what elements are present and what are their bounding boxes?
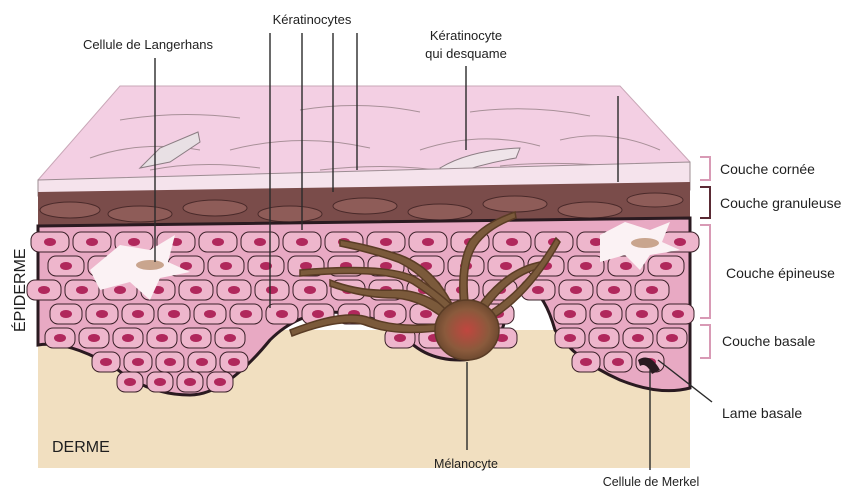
- label-desquame-line1: Kératinocyte: [430, 28, 502, 43]
- nucleus: [564, 334, 576, 342]
- nucleus: [156, 334, 168, 342]
- melanocyte-body: [435, 300, 499, 360]
- nucleus: [276, 310, 288, 318]
- nucleus: [672, 310, 684, 318]
- nucleus: [532, 286, 544, 294]
- nucleus: [100, 358, 112, 366]
- nucleus: [122, 334, 134, 342]
- label-couche-cornee: Couche cornée: [720, 161, 815, 177]
- nucleus: [212, 238, 224, 246]
- nucleus: [304, 286, 316, 294]
- nucleus: [168, 310, 180, 318]
- label-desquame-line2: qui desquame: [425, 46, 507, 61]
- nucleus: [608, 286, 620, 294]
- nucleus: [674, 238, 686, 246]
- nucleus: [60, 310, 72, 318]
- nucleus: [76, 286, 88, 294]
- nucleus: [422, 238, 434, 246]
- nucleus: [384, 310, 396, 318]
- label-langerhans: Cellule de Langerhans: [83, 37, 214, 52]
- nucleus: [184, 378, 196, 386]
- nucleus: [204, 310, 216, 318]
- nucleus: [646, 286, 658, 294]
- nucleus: [132, 358, 144, 366]
- nucleus: [394, 334, 406, 342]
- nucleus: [312, 310, 324, 318]
- label-couche-epineuse: Couche épineuse: [726, 265, 835, 281]
- nucleus: [612, 358, 624, 366]
- nucleus: [220, 262, 232, 270]
- nucleus: [420, 310, 432, 318]
- nucleus: [88, 334, 100, 342]
- nucleus: [620, 262, 632, 270]
- nucleus: [600, 310, 612, 318]
- nucleus: [380, 238, 392, 246]
- nucleus: [564, 310, 576, 318]
- nucleus: [632, 334, 644, 342]
- nucleus: [154, 378, 166, 386]
- nucleus: [128, 238, 140, 246]
- nucleus: [60, 262, 72, 270]
- nucleus: [196, 358, 208, 366]
- nucleus: [44, 238, 56, 246]
- nucleus: [580, 262, 592, 270]
- label-merkel: Cellule de Merkel: [603, 475, 700, 489]
- nucleus: [636, 310, 648, 318]
- nucleus: [240, 310, 252, 318]
- nucleus: [660, 262, 672, 270]
- nucleus: [86, 238, 98, 246]
- nucleus: [190, 334, 202, 342]
- nucleus: [666, 334, 678, 342]
- nucleus: [96, 310, 108, 318]
- label-melanocyte: Mélanocyte: [434, 457, 498, 471]
- nucleus: [570, 286, 582, 294]
- nucleus: [500, 262, 512, 270]
- label-couche-basale: Couche basale: [722, 333, 816, 349]
- nucleus: [266, 286, 278, 294]
- nucleus: [598, 334, 610, 342]
- nucleus: [228, 358, 240, 366]
- nucleus: [114, 286, 126, 294]
- nucleus: [38, 286, 50, 294]
- nucleus: [190, 286, 202, 294]
- nucleus: [580, 358, 592, 366]
- nucleus: [124, 378, 136, 386]
- nucleus: [54, 334, 66, 342]
- label-derme: DERME: [52, 439, 110, 456]
- label-couche-granuleuse: Couche granuleuse: [720, 195, 842, 211]
- nucleus: [132, 310, 144, 318]
- nucleus: [224, 334, 236, 342]
- nucleus: [506, 238, 518, 246]
- label-keratinocytes: Kératinocytes: [273, 12, 352, 27]
- nucleus: [228, 286, 240, 294]
- label-epiderme: ÉPIDERME: [10, 248, 29, 332]
- nucleus: [214, 378, 226, 386]
- nucleus: [254, 238, 266, 246]
- nucleus: [164, 358, 176, 366]
- nucleus: [296, 238, 308, 246]
- label-lame-basale: Lame basale: [722, 405, 802, 421]
- layer-brackets: [700, 157, 710, 358]
